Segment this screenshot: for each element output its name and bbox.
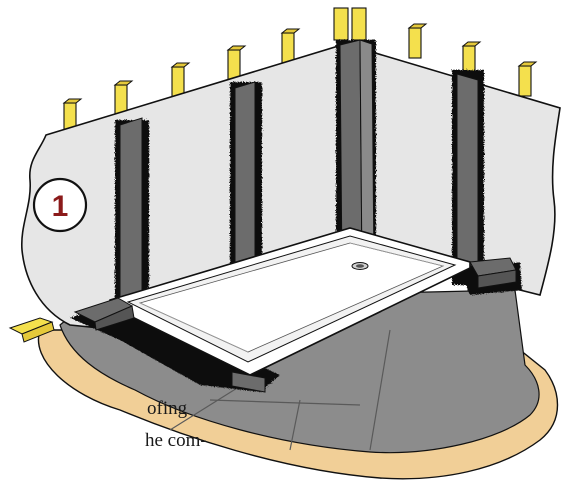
waterproof-bands <box>119 39 479 313</box>
step-number: 1 <box>52 190 69 223</box>
floor-studs <box>8 317 55 343</box>
wall-stud-tops <box>62 23 538 104</box>
corner-bands <box>73 257 517 393</box>
step-badge: 1 <box>32 177 88 233</box>
caption-line-2: he com- <box>145 430 207 451</box>
shower-tray <box>109 227 471 376</box>
wall-studs <box>63 7 532 134</box>
caption-line-1: ofing <box>147 398 188 419</box>
